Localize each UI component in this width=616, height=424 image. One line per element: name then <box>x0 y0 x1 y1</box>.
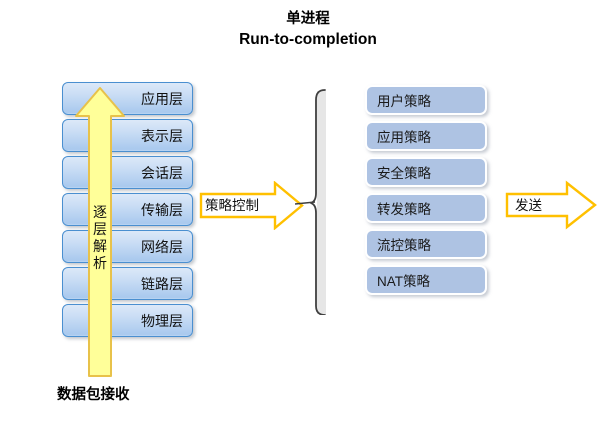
policy-item-label: 转发策略 <box>377 202 431 217</box>
title-line-chinese: 单进程 <box>286 11 330 27</box>
osi-layer-label: 传输层 <box>141 201 183 218</box>
brace-connector <box>294 85 340 316</box>
policy-item[interactable]: 用户策略 <box>365 85 487 115</box>
policy-item[interactable]: 应用策略 <box>365 121 487 151</box>
osi-layer-label: 表示层 <box>141 127 183 144</box>
parse-char-1: 逐 <box>93 204 107 220</box>
upward-parse-arrow-shape <box>75 87 125 377</box>
policy-item[interactable]: 流控策略 <box>365 229 487 259</box>
policy-item-label: 用户策略 <box>377 94 431 109</box>
osi-layer-stack: 应用层 表示层 会话层 传输层 网络层 链路层 物理层 <box>62 82 193 341</box>
policy-item[interactable]: 转发策略 <box>365 193 487 223</box>
packet-receive-caption: 数据包接收 <box>57 387 130 403</box>
osi-layer-box[interactable]: 物理层 <box>62 304 193 337</box>
osi-layer-box[interactable]: 网络层 <box>62 230 193 263</box>
policy-control-arrow-label: 策略控制 <box>205 198 259 213</box>
policy-item-label: 安全策略 <box>377 166 431 181</box>
send-arrow-shape <box>505 180 597 230</box>
upward-parse-arrow-label: 逐 层 解 析 <box>74 204 126 272</box>
osi-layer-label: 应用层 <box>141 90 183 107</box>
policy-item-label: 应用策略 <box>377 130 431 145</box>
policy-list: 用户策略 应用策略 安全策略 转发策略 流控策略 NAT策略 <box>365 85 487 301</box>
policy-item[interactable]: NAT策略 <box>365 265 487 295</box>
parse-char-4: 析 <box>93 255 107 271</box>
osi-layer-box[interactable]: 传输层 <box>62 193 193 226</box>
upward-parse-arrow: 逐 层 解 析 <box>74 86 126 378</box>
diagram-title: 单进程 Run-to-completion <box>0 10 616 50</box>
policy-item[interactable]: 安全策略 <box>365 157 487 187</box>
osi-layer-box[interactable]: 表示层 <box>62 119 193 152</box>
osi-layer-box[interactable]: 链路层 <box>62 267 193 300</box>
send-arrow-label: 发送 <box>515 198 542 213</box>
policy-item-label: NAT策略 <box>377 274 430 289</box>
policy-control-arrow <box>199 180 304 231</box>
parse-char-3: 解 <box>93 238 107 254</box>
osi-layer-box[interactable]: 会话层 <box>62 156 193 189</box>
send-arrow <box>505 180 597 230</box>
osi-layer-label: 物理层 <box>141 312 183 329</box>
osi-layer-label: 链路层 <box>141 275 183 292</box>
osi-layer-label: 网络层 <box>141 238 183 255</box>
osi-layer-label: 会话层 <box>141 164 183 181</box>
title-line-english: Run-to-completion <box>239 30 377 48</box>
policy-item-label: 流控策略 <box>377 238 431 253</box>
left-curly-brace-icon <box>294 89 326 316</box>
parse-char-2: 层 <box>93 221 107 237</box>
policy-control-arrow-shape <box>199 180 304 231</box>
